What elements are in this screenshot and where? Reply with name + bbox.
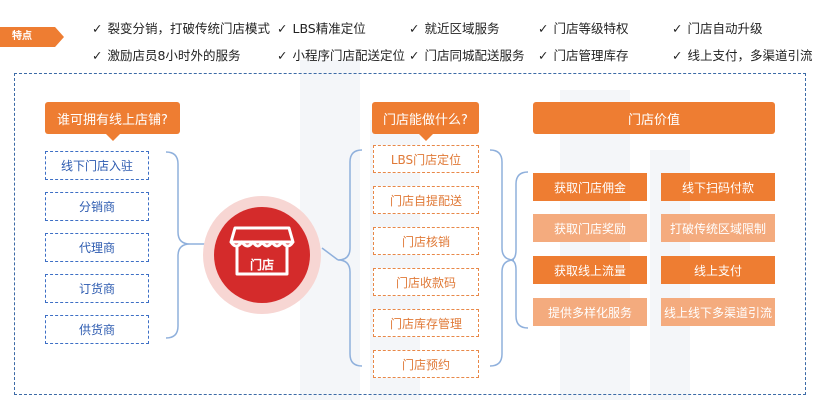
left-header: 谁可拥有线上店铺? xyxy=(45,102,180,141)
owner-item: 订货商 xyxy=(45,274,149,303)
owner-item: 线下门店入驻 xyxy=(45,151,149,180)
features-tag: 特点 xyxy=(0,27,64,47)
value-item: 获取门店佣金 xyxy=(533,173,647,201)
feature-item: ✓门店同城配送服务 xyxy=(409,48,525,63)
store-icon xyxy=(229,226,295,276)
value-item: 打破传统区域限制 xyxy=(661,214,775,242)
feature-item: ✓LBS精准定位 xyxy=(277,21,366,36)
owner-item: 供货商 xyxy=(45,315,149,344)
function-item: LBS门店定位 xyxy=(373,145,479,173)
feature-item: ✓小程序门店配送定位 xyxy=(277,48,405,63)
feature-item: ✓就近区域服务 xyxy=(409,21,500,36)
function-item: 门店预约 xyxy=(373,350,479,378)
content-frame xyxy=(14,73,806,395)
background-building xyxy=(560,90,630,400)
value-item: 获取门店奖励 xyxy=(533,214,647,242)
value-item: 线上支付 xyxy=(661,256,775,284)
value-item: 获取线上流量 xyxy=(533,256,647,284)
function-item: 门店收款码 xyxy=(373,268,479,296)
function-item: 门店库存管理 xyxy=(373,309,479,337)
owner-item: 代理商 xyxy=(45,233,149,262)
function-item: 门店核销 xyxy=(373,227,479,255)
feature-item: ✓激励店员8小时外的服务 xyxy=(92,48,241,63)
right-header: 门店价值 xyxy=(533,102,775,134)
feature-item: ✓裂变分销，打破传统门店模式 xyxy=(92,21,270,36)
value-item: 提供多样化服务 xyxy=(533,298,647,326)
value-item: 线下扫码付款 xyxy=(661,173,775,201)
owner-item: 分销商 xyxy=(45,192,149,221)
middle-header: 门店能做什么? xyxy=(372,102,479,141)
feature-item: ✓线上支付，多渠道引流 xyxy=(672,48,813,63)
feature-item: ✓门店管理库存 xyxy=(538,48,629,63)
store-label: 门店 xyxy=(249,258,274,272)
function-item: 门店自提配送 xyxy=(373,186,479,214)
store-icon-inner xyxy=(214,207,310,303)
value-item: 线上线下多渠道引流 xyxy=(661,298,775,326)
feature-item: ✓门店等级特权 xyxy=(538,21,629,36)
feature-item: ✓门店自动升级 xyxy=(672,21,763,36)
